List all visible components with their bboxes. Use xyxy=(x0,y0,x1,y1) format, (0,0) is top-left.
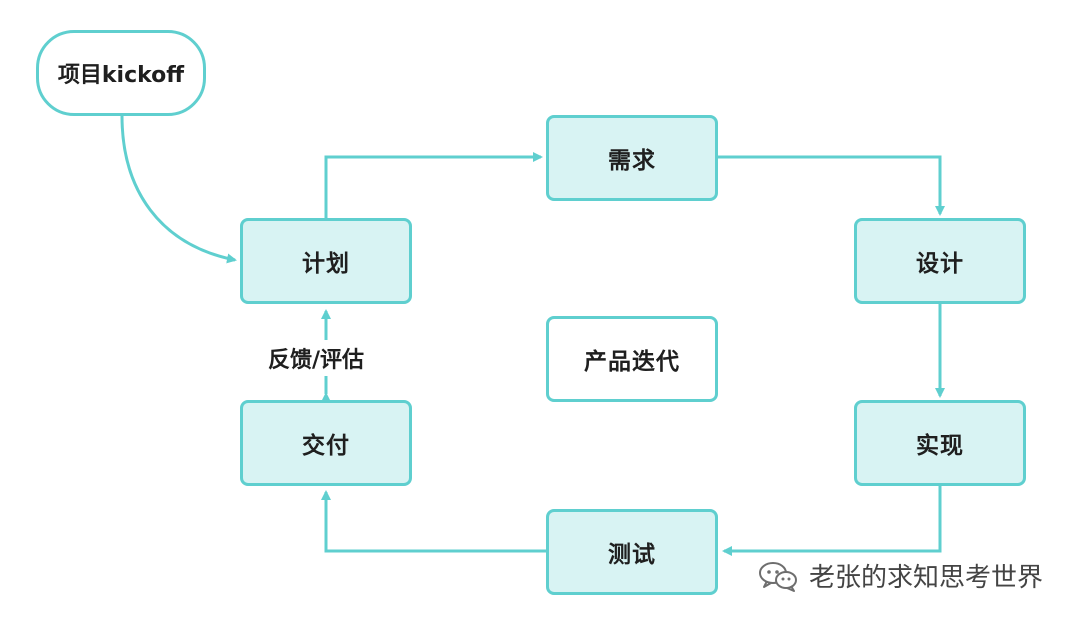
node-plan-label: 计划 xyxy=(302,251,350,277)
node-project-kickoff: 项目kickoff xyxy=(36,30,206,116)
node-implementation: 实现 xyxy=(854,400,1026,486)
node-testing-label: 测试 xyxy=(608,542,656,568)
watermark-text: 老张的求知思考世界 xyxy=(809,563,1044,593)
edge-plan-to-requirements xyxy=(324,152,543,218)
node-implementation-label: 实现 xyxy=(916,433,964,459)
edge-implementation-to-testing xyxy=(722,486,942,556)
node-design: 设计 xyxy=(854,218,1026,304)
edge-kickoff-to-plan xyxy=(120,115,237,264)
node-product-iteration: 产品迭代 xyxy=(546,316,718,402)
node-delivery-label: 交付 xyxy=(302,433,350,459)
watermark: 老张的求知思考世界 xyxy=(757,557,1043,594)
node-design-label: 设计 xyxy=(916,251,964,277)
node-requirements-label: 需求 xyxy=(608,148,656,174)
node-delivery: 交付 xyxy=(240,400,412,486)
feedback-evaluation-label: 反馈/评估 xyxy=(264,340,369,376)
edge-requirements-to-design xyxy=(718,155,945,216)
node-testing: 测试 xyxy=(546,509,718,595)
node-product-iteration-label: 产品迭代 xyxy=(584,349,680,375)
edge-testing-to-delivery xyxy=(321,490,546,553)
wechat-icon xyxy=(757,558,801,594)
node-project-kickoff-label: 项目kickoff xyxy=(57,63,185,88)
node-plan: 计划 xyxy=(240,218,412,304)
node-requirements: 需求 xyxy=(546,115,718,201)
